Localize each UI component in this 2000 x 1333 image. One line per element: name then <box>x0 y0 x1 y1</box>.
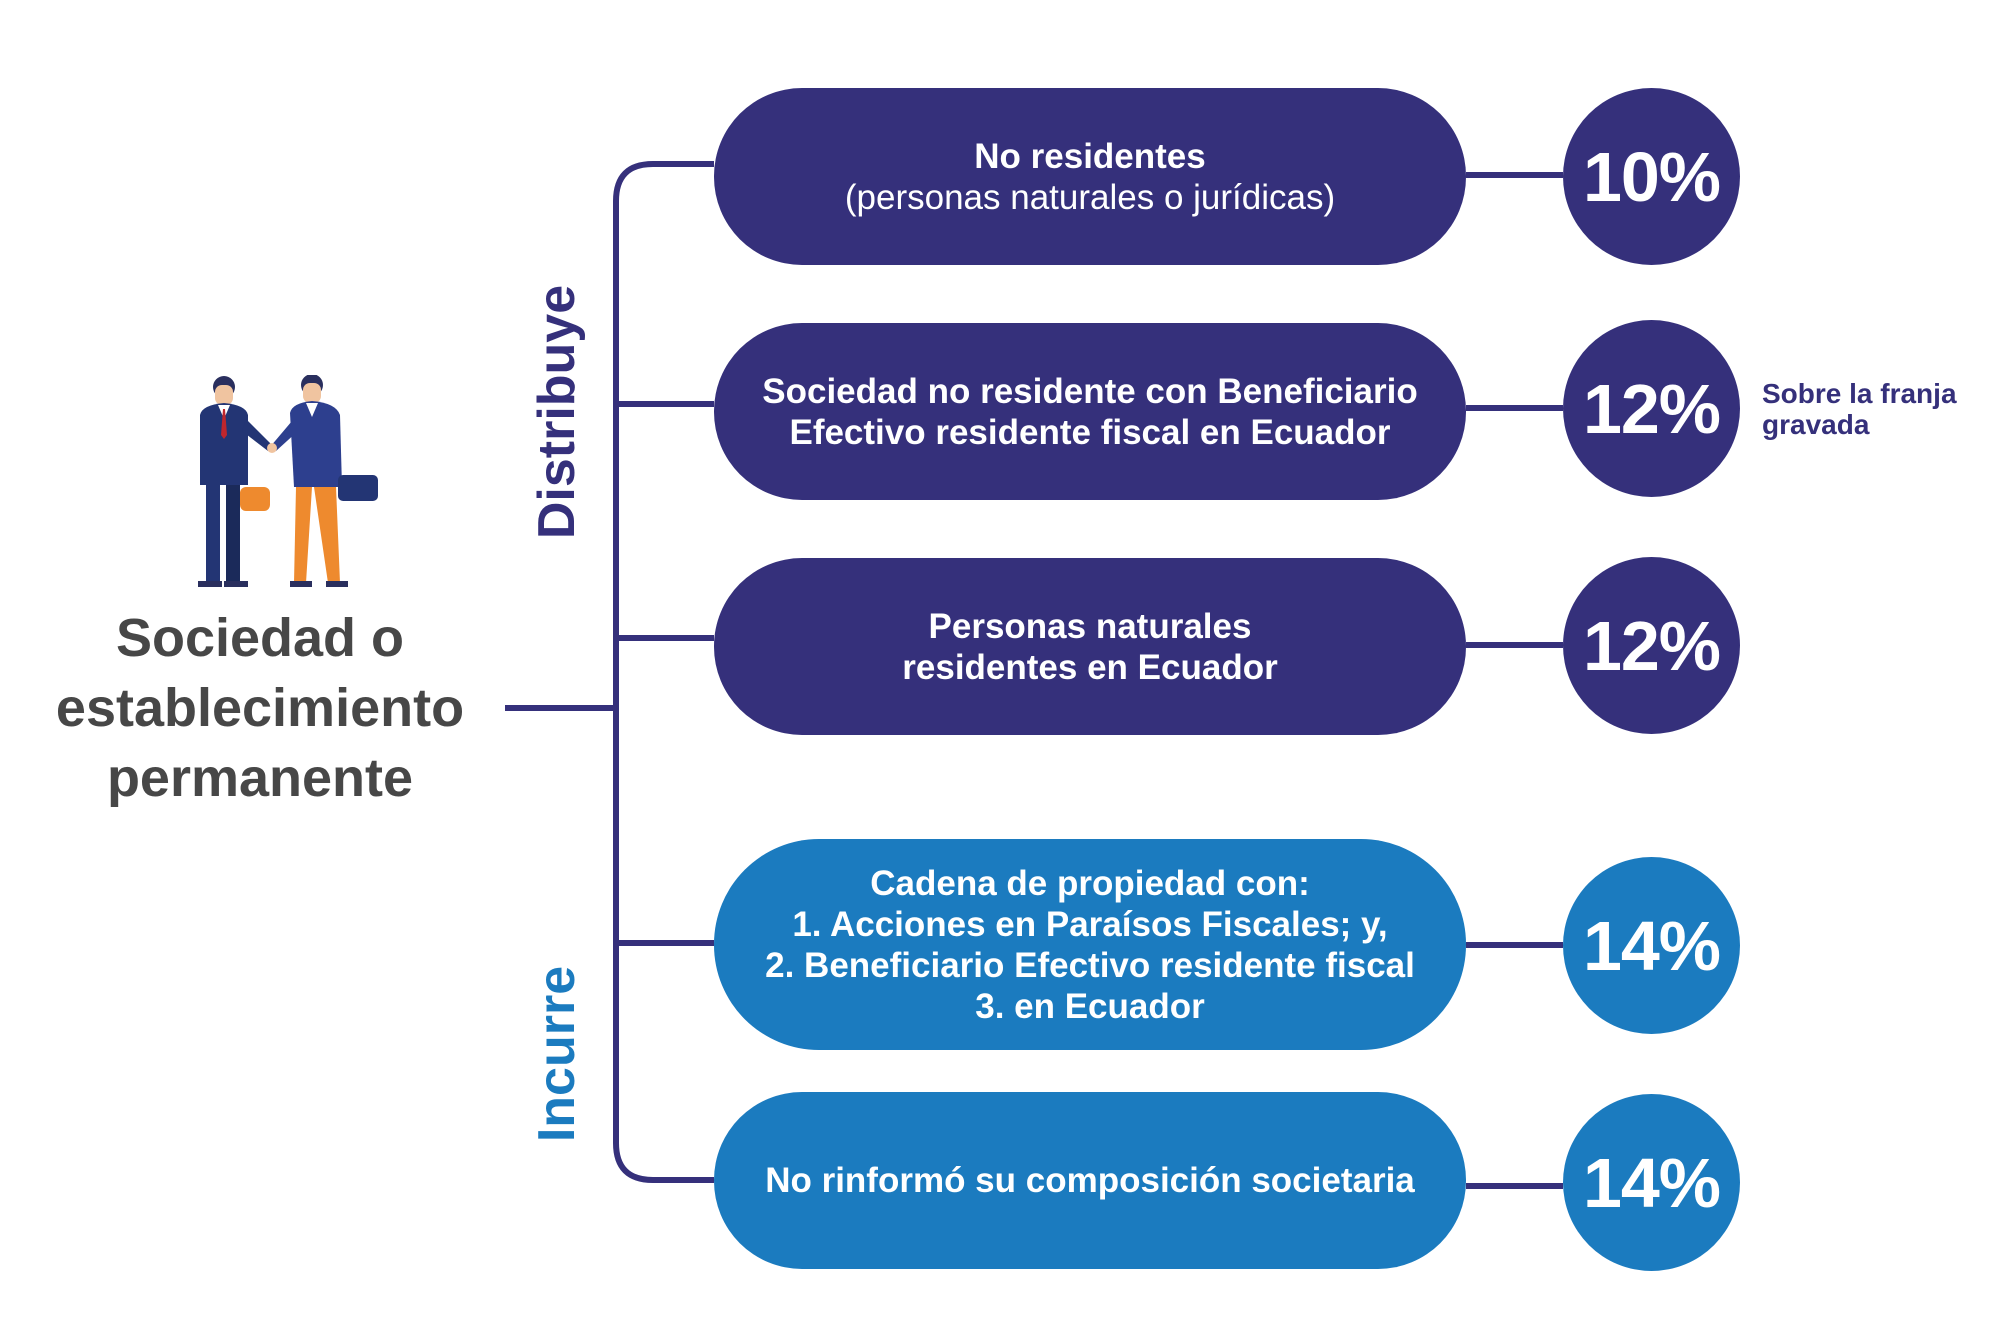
branch-3-title: Personas naturales residentes en Ecuador <box>902 606 1278 687</box>
branch-4-item-3: 3. en Ecuador <box>975 986 1205 1026</box>
branch-4-item-2: 2. Beneficiario Efectivo residente fisca… <box>765 945 1415 985</box>
rate-note-line-1: Sobre la franja <box>1762 378 1957 409</box>
branch-pill-3: Personas naturales residentes en Ecuador <box>714 558 1466 735</box>
rate-circle-2: 12% <box>1563 320 1740 497</box>
rate-circle-1: 10% <box>1563 88 1740 265</box>
rate-circle-3: 12% <box>1563 557 1740 734</box>
entity-line-1: Sociedad o <box>115 608 405 668</box>
branch-pill-4: Cadena de propiedad con: 1. Acciones en … <box>714 839 1466 1050</box>
bracket-line <box>613 161 714 1183</box>
rate-note-line-2: gravada <box>1762 409 1870 440</box>
branch-pill-5: No rinformó su composición societaria <box>714 1092 1466 1269</box>
entity-label: Sociedad o establecimiento permanente <box>40 603 480 813</box>
group-label-incurre: Incurre <box>528 965 586 1143</box>
branch-pill-2: Sociedad no residente con Beneficiario E… <box>714 323 1466 500</box>
branch-4-item-1: 1. Acciones en Paraísos Fiscales; y, <box>792 904 1388 944</box>
branch-1-subtitle: (personas naturales o jurídicas) <box>844 177 1336 217</box>
entity-line-2: establecimiento <box>55 678 465 738</box>
branch-4-title: Cadena de propiedad con: <box>870 863 1310 903</box>
entity-line-3: permanente <box>106 748 414 808</box>
rate-note: Sobre la franja gravada <box>1762 378 1957 440</box>
rate-circle-4: 14% <box>1563 857 1740 1034</box>
branch-pill-1: No residentes (personas naturales o jurí… <box>714 88 1466 265</box>
branch-1-title: No residentes <box>974 136 1206 176</box>
rate-circle-5: 14% <box>1563 1094 1740 1271</box>
group-label-distribuye: Distribuye <box>528 284 586 540</box>
branch-2-title: Sociedad no residente con Beneficiario E… <box>762 371 1418 452</box>
branch-5-title: No rinformó su composición societaria <box>765 1161 1415 1200</box>
handshake-people-icon <box>198 375 378 587</box>
